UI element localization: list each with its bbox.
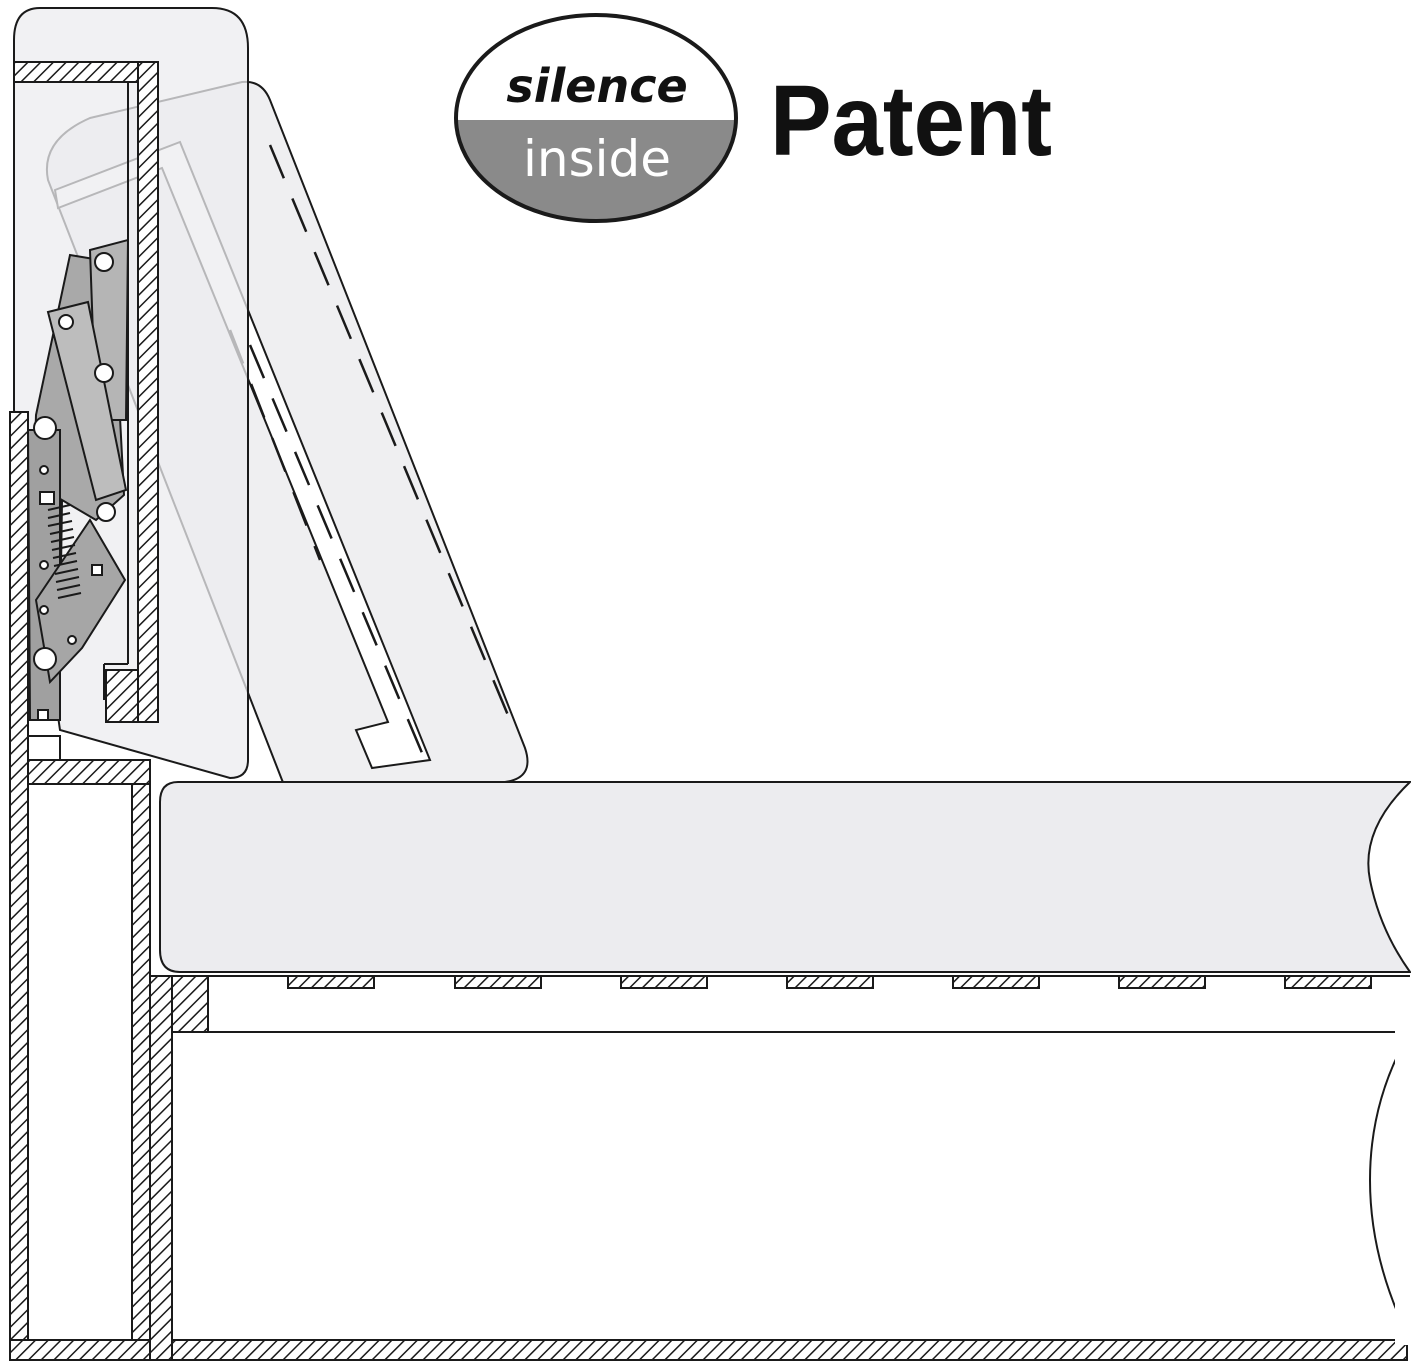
- slats: [287, 975, 1372, 989]
- pivot-points: [33, 252, 116, 721]
- mattress: [159, 781, 1413, 973]
- hinge-mechanism: [26, 238, 130, 721]
- logo-bottom-text: inside: [523, 130, 671, 188]
- logo-top-text: silence: [506, 59, 687, 113]
- patent-label: Patent: [770, 65, 1052, 177]
- spring: [47, 504, 82, 599]
- headboard-tilted-dashes: [228, 144, 512, 761]
- silence-inside-logo: silence inside: [454, 13, 738, 223]
- bed-base-box: [171, 1031, 1412, 1341]
- headboard-frame: [13, 61, 159, 723]
- bed-frame: [9, 411, 1410, 1361]
